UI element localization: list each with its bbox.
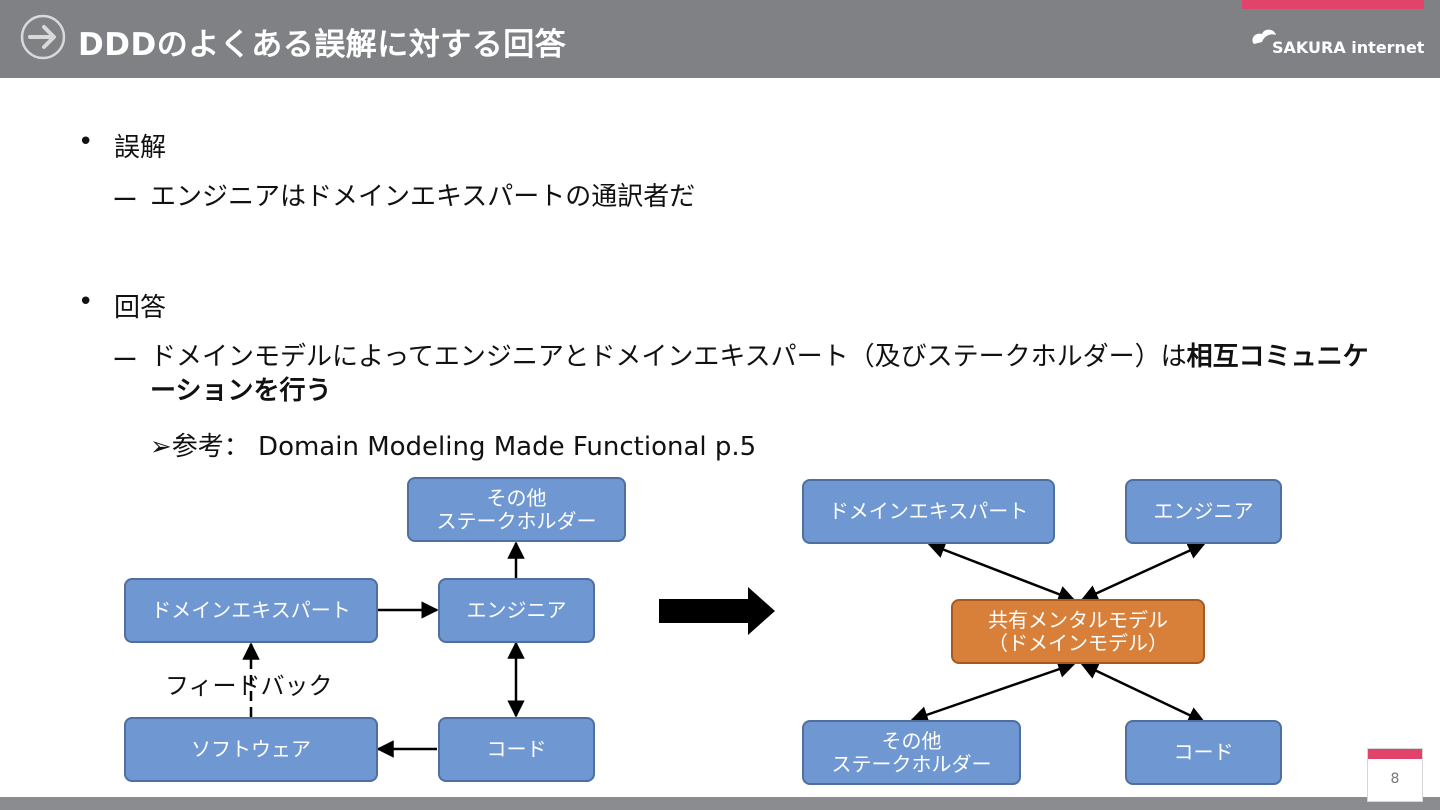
left-box-engineer: エンジニア — [438, 578, 595, 643]
footer-bar — [0, 797, 1440, 810]
sub-answer-text: ドメインモデルによってエンジニアとドメインエキスパート（及びステークホルダー）は… — [150, 340, 1390, 408]
bullet-misconception-label: 誤解 — [114, 133, 167, 163]
sub-misconception-text: エンジニアはドメインエキスパートの通訳者だ — [150, 182, 696, 212]
sakura-logo: SAKURA internet — [1250, 26, 1424, 62]
arrow-model-engineer — [1080, 542, 1206, 602]
right-box-code: コード — [1125, 720, 1282, 785]
left-box-software: ソフトウェア — [124, 717, 378, 782]
reference-text: ➢参考： Domain Modeling Made Functional p.5 — [150, 432, 757, 462]
page-title: DDDのよくある誤解に対する回答 — [78, 27, 567, 63]
arrow-right-circle-icon — [20, 14, 66, 60]
sub-answer-normal: ドメインモデルによってエンジニアとドメインエキスパート（及びステークホルダー）は — [150, 342, 1187, 372]
arrow-model-other — [910, 660, 1076, 724]
arrow-model-expert — [927, 541, 1076, 603]
page-number-box: 8 — [1367, 748, 1423, 802]
sub-dash: ー — [112, 186, 139, 216]
big-right-arrow — [659, 587, 775, 635]
left-box-other-stakeholders: その他 ステークホルダー — [407, 477, 626, 542]
right-box-domain-expert: ドメインエキスパート — [802, 479, 1055, 544]
sub-dash: ー — [112, 346, 139, 376]
header-accent-bar — [1242, 0, 1424, 9]
right-box-other-stakeholders: その他 ステークホルダー — [802, 720, 1021, 785]
feedback-label: フィードバック — [165, 672, 333, 700]
bullet-dot: • — [78, 127, 94, 157]
header-bar: DDDのよくある誤解に対する回答 SAKURA internet — [0, 0, 1440, 78]
logo-text: SAKURA internet — [1272, 38, 1425, 57]
left-box-domain-expert: ドメインエキスパート — [124, 578, 378, 643]
bullet-dot: • — [78, 287, 94, 317]
sub-answer-bold: 相互コミュニケーションを行う — [150, 342, 1369, 406]
right-box-engineer: エンジニア — [1125, 479, 1282, 544]
right-box-shared-model: 共有メンタルモデル （ドメインモデル） — [951, 599, 1205, 664]
page-number: 8 — [1390, 771, 1400, 787]
bullet-answer-label: 回答 — [114, 293, 167, 323]
page-accent — [1368, 749, 1422, 759]
sakura-cloud-icon — [1252, 29, 1276, 44]
left-box-code: コード — [438, 717, 595, 782]
arrow-model-code — [1080, 662, 1206, 724]
